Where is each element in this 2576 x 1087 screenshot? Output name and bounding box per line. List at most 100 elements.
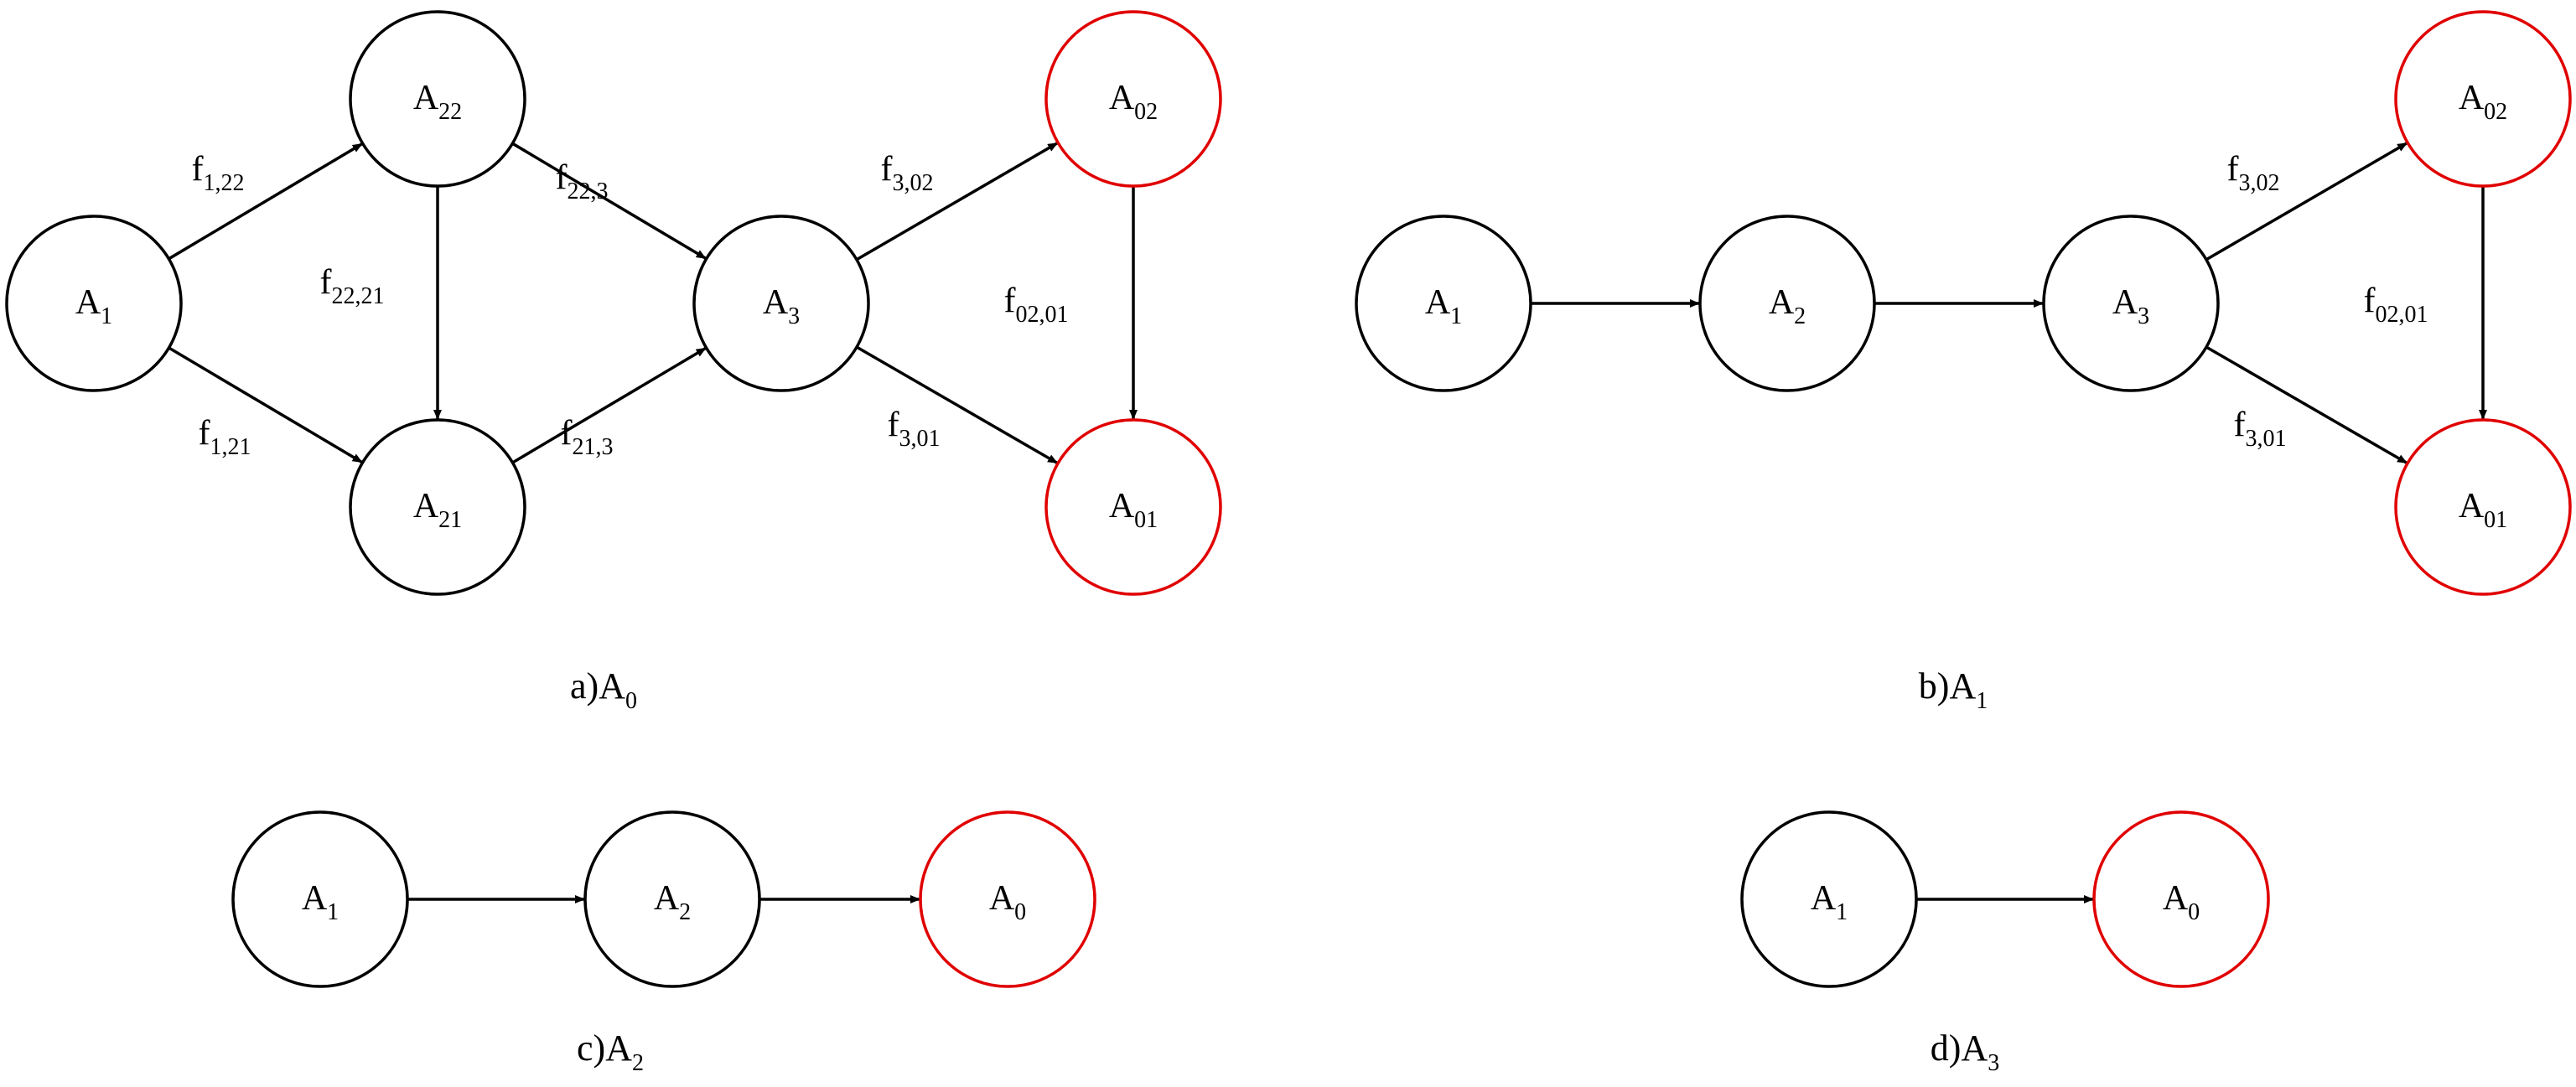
edge-label-a-A22-to-a-A3-subscript: 22,3 bbox=[568, 179, 609, 204]
node-a-A02-terminal bbox=[1044, 10, 1222, 188]
node-label-a-A01-subscript: 01 bbox=[1134, 507, 1158, 533]
node-label-b-A02-subscript: 02 bbox=[2484, 99, 2507, 125]
edge-label-b-A02-to-b-A01-base: f bbox=[2364, 282, 2376, 320]
node-label-a-A21-base: A bbox=[413, 487, 439, 525]
node-label-a-A1-base: A bbox=[75, 283, 101, 322]
edge-a-A22-to-a-A3 bbox=[511, 142, 707, 260]
edge-label-a-A3-to-a-A02: f3,02 bbox=[881, 150, 934, 196]
caption-panel-a-prefix: a) bbox=[570, 665, 599, 707]
edge-label-b-A02-to-b-A01-subscript: 02,01 bbox=[2376, 302, 2428, 328]
edge-label-a-A02-to-a-A01-subscript: 02,01 bbox=[1016, 302, 1069, 328]
edge-labels-layer: f1,22f1,21f22,21f22,3f21,3f3,02f3,01f02,… bbox=[192, 150, 2428, 460]
node-c-A0-terminal bbox=[919, 810, 1096, 988]
edge-label-a-A22-to-a-A21-base: f bbox=[320, 263, 332, 302]
node-c-A2 bbox=[583, 810, 761, 988]
node-label-a-A22-base: A bbox=[413, 79, 439, 117]
node-b-A01-terminal bbox=[2394, 418, 2572, 596]
edge-label-b-A3-to-b-A01: f3,01 bbox=[2234, 406, 2287, 452]
edge-label-b-A3-to-b-A01-subscript: 3,01 bbox=[2246, 426, 2287, 452]
edge-label-a-A1-to-a-A22-subscript: 1,22 bbox=[204, 170, 245, 196]
node-label-a-A1-subscript: 1 bbox=[101, 303, 112, 329]
edges-layer bbox=[168, 142, 2487, 903]
edge-a-A3-to-a-A02 bbox=[856, 142, 1059, 261]
node-label-d-A1-subscript: 1 bbox=[1836, 899, 1848, 925]
node-label-b-A01-subscript: 01 bbox=[2484, 507, 2507, 533]
node-label-b-A02-base: A bbox=[2459, 79, 2485, 117]
node-label-a-A01-base: A bbox=[1109, 487, 1135, 525]
node-label-a-A02-base: A bbox=[1109, 79, 1135, 117]
node-label-a-A02: A02 bbox=[1109, 79, 1158, 125]
node-label-b-A3-subscript: 3 bbox=[2138, 303, 2149, 329]
edge-label-a-A21-to-a-A3: f21,3 bbox=[561, 414, 614, 460]
node-label-a-A1: A1 bbox=[75, 283, 112, 329]
node-label-c-A0-subscript: 0 bbox=[1014, 899, 1026, 925]
caption-panel-b-subscript: 1 bbox=[1976, 688, 1988, 714]
node-label-b-A3-base: A bbox=[2112, 283, 2138, 322]
node-label-a-A3: A3 bbox=[763, 283, 800, 329]
caption-panel-d: d)A3 bbox=[1931, 1027, 1999, 1076]
caption-panel-b: b)A1 bbox=[1919, 665, 1988, 714]
edge-label-a-A1-to-a-A22: f1,22 bbox=[192, 150, 245, 196]
edge-a-A1-to-a-A21 bbox=[168, 346, 363, 463]
edge-label-a-A22-to-a-A3: f22,3 bbox=[556, 158, 609, 204]
node-label-a-A21: A21 bbox=[413, 487, 462, 533]
node-a-A21 bbox=[349, 418, 526, 596]
caption-panel-c-base: A bbox=[605, 1027, 632, 1069]
node-label-c-A1-subscript: 1 bbox=[327, 899, 339, 925]
edge-label-a-A3-to-a-A02-subscript: 3,02 bbox=[893, 170, 934, 196]
node-label-b-A2: A2 bbox=[1769, 283, 1806, 329]
node-d-A0-terminal bbox=[2092, 810, 2270, 988]
edge-label-a-A02-to-a-A01-base: f bbox=[1004, 282, 1016, 320]
edge-label-a-A22-to-a-A21-subscript: 22,21 bbox=[332, 283, 385, 309]
node-label-b-A01-base: A bbox=[2459, 487, 2485, 525]
node-a-A22 bbox=[349, 10, 526, 188]
edge-b-A3-to-b-A01 bbox=[2205, 345, 2408, 464]
node-label-a-A3-base: A bbox=[763, 283, 789, 322]
node-label-b-A1-subscript: 1 bbox=[1450, 303, 1462, 329]
edge-label-a-A1-to-a-A21: f1,21 bbox=[199, 414, 251, 460]
caption-panel-c: c)A2 bbox=[577, 1027, 644, 1076]
node-label-d-A0-subscript: 0 bbox=[2188, 899, 2200, 925]
edge-label-b-A3-to-b-A02: f3,02 bbox=[2227, 150, 2280, 196]
edge-label-a-A3-to-a-A02-base: f bbox=[881, 150, 893, 189]
node-label-a-A02-subscript: 02 bbox=[1134, 99, 1158, 125]
caption-panel-c-subscript: 2 bbox=[632, 1050, 644, 1076]
edge-a-A3-to-a-A01 bbox=[856, 345, 1058, 464]
edge-label-a-A21-to-a-A3-subscript: 21,3 bbox=[573, 434, 614, 460]
edge-label-a-A3-to-a-A01-subscript: 3,01 bbox=[899, 426, 941, 452]
edge-label-b-A3-to-b-A02-base: f bbox=[2227, 150, 2239, 189]
node-b-A3 bbox=[2042, 215, 2220, 392]
caption-panel-d-subscript: 3 bbox=[1988, 1050, 1999, 1076]
node-label-c-A0: A0 bbox=[989, 879, 1026, 925]
node-label-c-A0-base: A bbox=[989, 879, 1015, 918]
node-label-a-A3-subscript: 3 bbox=[788, 303, 800, 329]
caption-panel-b-prefix: b) bbox=[1919, 665, 1950, 707]
edge-label-a-A1-to-a-A21-subscript: 1,21 bbox=[210, 434, 251, 460]
node-d-A1 bbox=[1740, 810, 1918, 988]
node-label-d-A0-base: A bbox=[2163, 879, 2189, 918]
node-a-A1 bbox=[5, 215, 183, 392]
node-label-b-A1: A1 bbox=[1425, 283, 1462, 329]
edge-b-A3-to-b-A02 bbox=[2205, 142, 2408, 261]
node-label-a-A01: A01 bbox=[1109, 487, 1158, 533]
edge-a-A1-to-a-A22 bbox=[168, 142, 363, 261]
edge-label-b-A3-to-b-A02-subscript: 3,02 bbox=[2239, 170, 2280, 196]
node-label-b-A1-base: A bbox=[1425, 283, 1451, 322]
caption-panel-d-base: A bbox=[1961, 1027, 1988, 1069]
node-label-c-A1-base: A bbox=[302, 879, 328, 918]
edge-label-a-A1-to-a-A22-base: f bbox=[192, 150, 204, 189]
node-label-b-A2-base: A bbox=[1769, 283, 1795, 322]
caption-panel-d-prefix: d) bbox=[1931, 1027, 1962, 1069]
edge-label-a-A22-to-a-A3-base: f bbox=[556, 158, 568, 197]
node-label-d-A0: A0 bbox=[2163, 879, 2200, 925]
caption-panel-a-base: A bbox=[599, 665, 625, 707]
node-a-A01-terminal bbox=[1044, 418, 1222, 596]
node-label-b-A3: A3 bbox=[2112, 283, 2149, 329]
node-label-c-A2: A2 bbox=[654, 879, 691, 925]
node-label-a-A22-subscript: 22 bbox=[438, 99, 462, 125]
node-c-A1 bbox=[231, 810, 409, 988]
node-b-A02-terminal bbox=[2394, 10, 2572, 188]
